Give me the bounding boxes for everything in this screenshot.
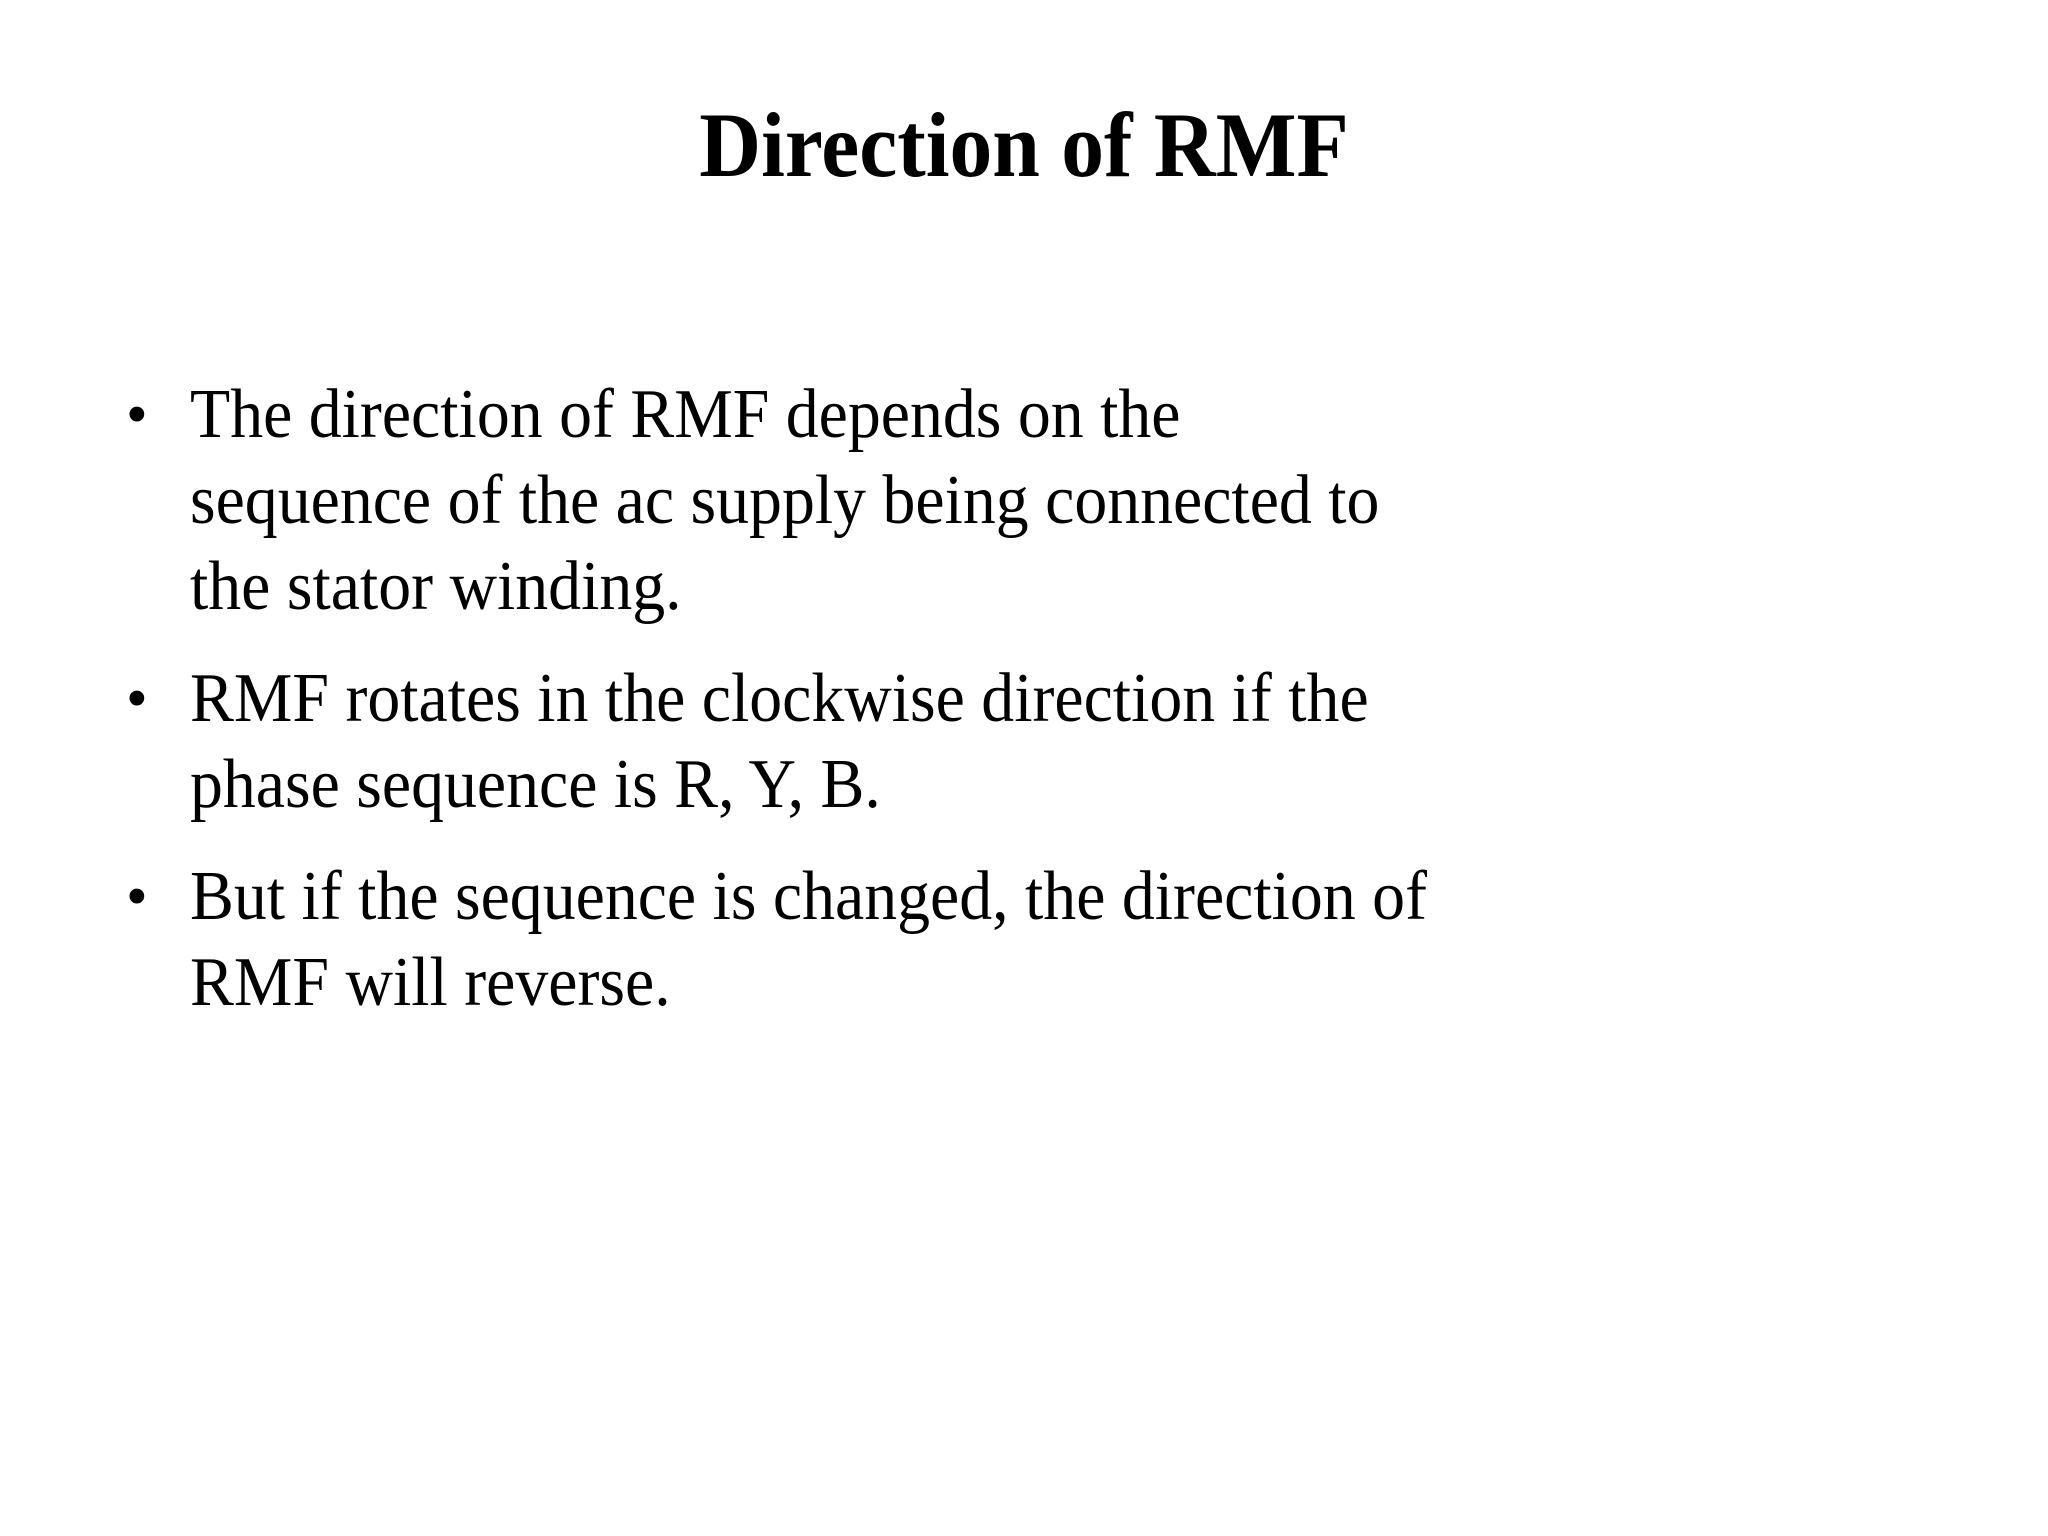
text-line: phase sequence is R, Y, B. <box>190 746 881 823</box>
list-item-text: But if the sequence is changed, the dire… <box>190 854 1843 1026</box>
list-item: • The direction of RMF depends on the se… <box>118 372 1948 630</box>
bullet-point-icon: • <box>126 381 148 449</box>
text-line: the stator winding. <box>190 548 682 625</box>
list-item-text: RMF rotates in the clockwise direction i… <box>190 656 1843 828</box>
text-line: RMF rotates in the clockwise direction i… <box>190 660 1369 737</box>
page-title: Direction of RMF <box>699 94 1349 196</box>
text-line: But if the sequence is changed, the dire… <box>190 858 1427 935</box>
bullet-point-icon: • <box>126 863 148 931</box>
text-line: RMF will reverse. <box>190 944 671 1021</box>
bullet-point-icon: • <box>126 665 148 733</box>
text-line: sequence of the ac supply being connecte… <box>190 462 1380 539</box>
list-item-text: The direction of RMF depends on the sequ… <box>190 372 1843 630</box>
bullet-list: • The direction of RMF depends on the se… <box>118 372 1948 1052</box>
text-line: The direction of RMF depends on the <box>190 376 1181 453</box>
list-item: • But if the sequence is changed, the di… <box>118 854 1948 1026</box>
list-item: • RMF rotates in the clockwise direction… <box>118 656 1948 828</box>
